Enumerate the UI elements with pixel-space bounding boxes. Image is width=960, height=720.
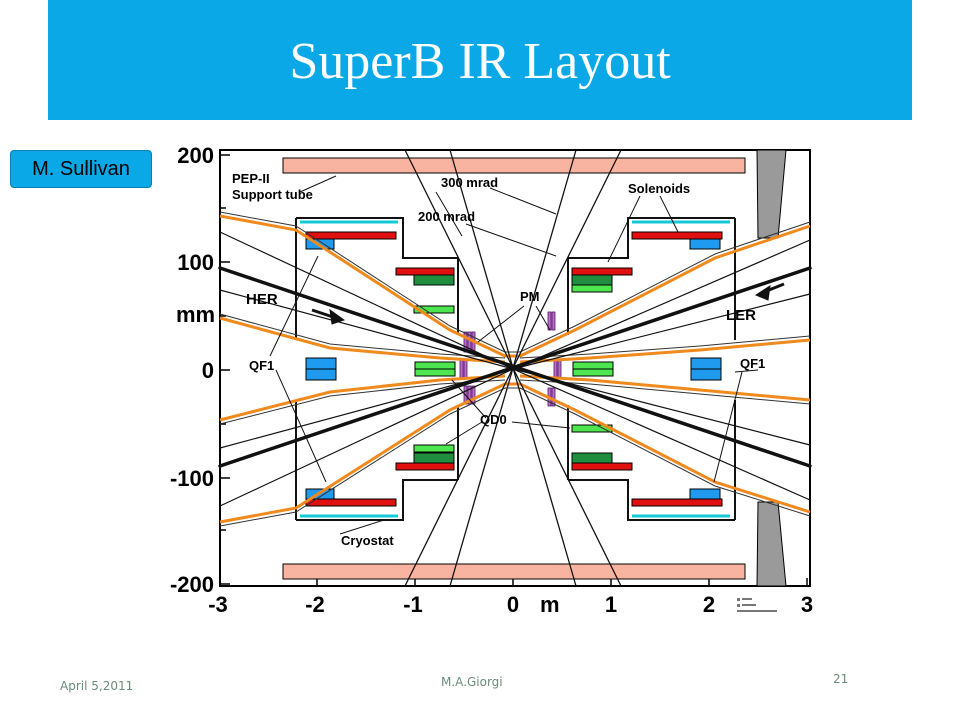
light-green-block bbox=[413, 305, 455, 314]
solenoids-label: Solenoids bbox=[628, 181, 690, 196]
author-tag-text: M. Sullivan bbox=[32, 158, 130, 180]
x-tick-label: -2 bbox=[305, 592, 325, 617]
beam-envelope-edges bbox=[219, 211, 811, 527]
y-tick-labels: 200 100 0 -100 -200 bbox=[170, 143, 214, 597]
footer-date: April 5,2011 bbox=[60, 679, 134, 693]
y-tick-label: 0 bbox=[202, 358, 214, 383]
x-tick-label: 1 bbox=[605, 592, 617, 617]
beam-lines bbox=[218, 231, 812, 507]
support-tube-label: Support tube bbox=[232, 187, 313, 202]
slide-title: SuperB IR Layout bbox=[289, 33, 671, 90]
her-label: HER bbox=[246, 291, 278, 308]
dark-green-block bbox=[571, 274, 613, 286]
solenoid-block bbox=[395, 462, 455, 471]
solenoid-block bbox=[305, 231, 397, 240]
support-tube-bottom bbox=[282, 563, 746, 580]
y-tick-label: -100 bbox=[170, 466, 214, 491]
x-axis-unit: m bbox=[540, 592, 560, 617]
pm-label: PM bbox=[520, 289, 540, 304]
x-tick-label: 3 bbox=[801, 592, 813, 617]
dark-green-block bbox=[413, 452, 455, 464]
credit-stamp bbox=[737, 598, 777, 612]
quad-block bbox=[689, 488, 721, 500]
y-tick-label: -200 bbox=[170, 572, 214, 597]
annotation-pointers bbox=[269, 175, 759, 535]
diagram-labels: PEP-II Support tube 300 mrad 200 mrad So… bbox=[232, 171, 765, 548]
y-axis-unit: mm bbox=[176, 302, 215, 327]
ler-label: LER bbox=[726, 307, 756, 324]
pep-label: PEP-II bbox=[232, 171, 270, 186]
solenoid-block bbox=[395, 267, 455, 276]
mrad300-label: 300 mrad bbox=[441, 175, 498, 190]
solenoid-block bbox=[571, 462, 633, 471]
quad-block bbox=[689, 238, 721, 250]
page-number: 21 bbox=[833, 672, 849, 686]
qf1-left-label: QF1 bbox=[249, 358, 274, 373]
x-tick-label: 2 bbox=[703, 592, 715, 617]
dark-green-block bbox=[413, 274, 455, 286]
y-axis bbox=[220, 154, 230, 585]
solenoid-block bbox=[305, 498, 397, 507]
shield-bottom bbox=[756, 501, 787, 587]
acceptance-lines bbox=[404, 149, 622, 587]
x-tick-label: -1 bbox=[403, 592, 423, 617]
qd0-label: QD0 bbox=[480, 412, 507, 427]
qf1-right-label: QF1 bbox=[740, 356, 765, 371]
x-tick-labels: -3 -2 -1 0 1 2 3 bbox=[208, 592, 813, 617]
mrad200-label: 200 mrad bbox=[418, 209, 475, 224]
y-tick-label: 100 bbox=[177, 250, 214, 275]
title-bar: SuperB IR Layout bbox=[48, 0, 912, 120]
light-green-block bbox=[413, 444, 455, 453]
solenoid-block bbox=[631, 231, 723, 240]
cryostat-liners bbox=[300, 220, 730, 518]
x-tick-label: 0 bbox=[507, 592, 519, 617]
beam-arrows bbox=[311, 282, 785, 325]
light-green-block bbox=[571, 284, 613, 293]
beam-envelopes bbox=[219, 214, 811, 524]
dark-green-block bbox=[571, 452, 613, 464]
solenoid-block bbox=[631, 498, 723, 507]
solenoid-block bbox=[571, 267, 633, 276]
cryostat-outlines bbox=[295, 217, 736, 521]
author-tag: M. Sullivan bbox=[10, 150, 152, 188]
x-tick-label: -3 bbox=[208, 592, 228, 617]
ir-layout-diagram: 200 100 0 -100 -200 mm -3 -2 -1 0 1 2 3 … bbox=[170, 143, 813, 617]
y-tick-label: 200 bbox=[177, 143, 214, 168]
support-tube-top bbox=[282, 157, 746, 174]
cryostat-label: Cryostat bbox=[341, 533, 394, 548]
footer-author: M.A.Giorgi bbox=[441, 675, 503, 689]
